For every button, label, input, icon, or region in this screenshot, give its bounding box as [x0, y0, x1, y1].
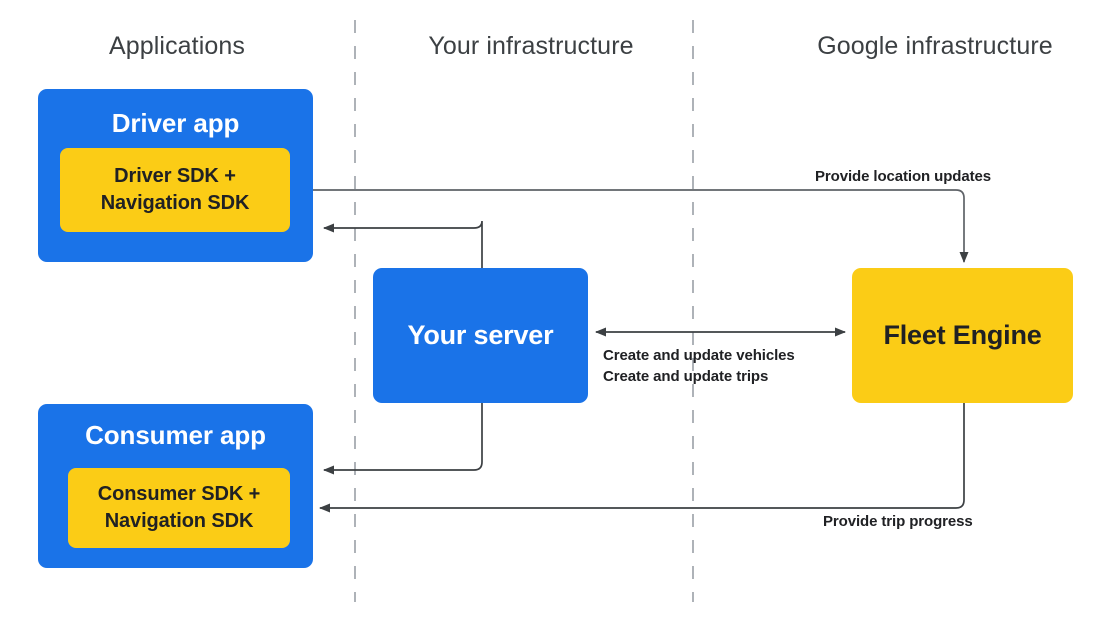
- driver-sdk-line-1: Driver SDK +: [114, 165, 236, 188]
- node-your-server[interactable]: Your server: [373, 268, 588, 403]
- node-consumer-sdk-chip[interactable]: Consumer SDK + Navigation SDK: [68, 468, 290, 548]
- edge-driver-sdk-to-fleet-engine: [290, 189, 969, 263]
- edge-label-provide-trip-progress: Provide trip progress: [823, 513, 973, 530]
- zone-header-applications: Applications: [108, 32, 245, 60]
- edge-label-provide-location-updates: Provide location updates: [815, 168, 991, 185]
- driver-sdk-line-2: Navigation SDK: [100, 192, 250, 214]
- edge-label-create-and-update-vehicles: Create and update vehicles: [603, 347, 795, 364]
- node-fleet-engine[interactable]: Fleet Engine: [852, 268, 1073, 403]
- edge-your-server-to-consumer-app: [323, 403, 483, 475]
- consumer-sdk-line-1: Consumer SDK +: [97, 483, 261, 506]
- zone-header-google-infrastructure: Google infrastructure: [817, 32, 1053, 60]
- edge-label-create-and-update: Create and update vehicles Create and up…: [603, 345, 795, 388]
- node-consumer-app[interactable]: Consumer app Consumer SDK + Navigation S…: [38, 404, 313, 568]
- consumer-sdk-line-2: Navigation SDK: [104, 510, 254, 532]
- node-driver-sdk-chip[interactable]: Driver SDK + Navigation SDK: [60, 148, 290, 232]
- node-driver-app-title: Driver app: [111, 108, 240, 138]
- edge-fleet-engine-to-consumer-sdk: [319, 403, 965, 513]
- node-consumer-app-title: Consumer app: [85, 420, 266, 450]
- edge-label-create-and-update-trips: Create and update trips: [603, 368, 769, 386]
- edge-your-server-to-driver-app: [323, 220, 483, 268]
- node-driver-app[interactable]: Driver app Driver SDK + Navigation SDK: [38, 89, 313, 262]
- zone-header-your-infrastructure: Your infrastructure: [428, 32, 634, 60]
